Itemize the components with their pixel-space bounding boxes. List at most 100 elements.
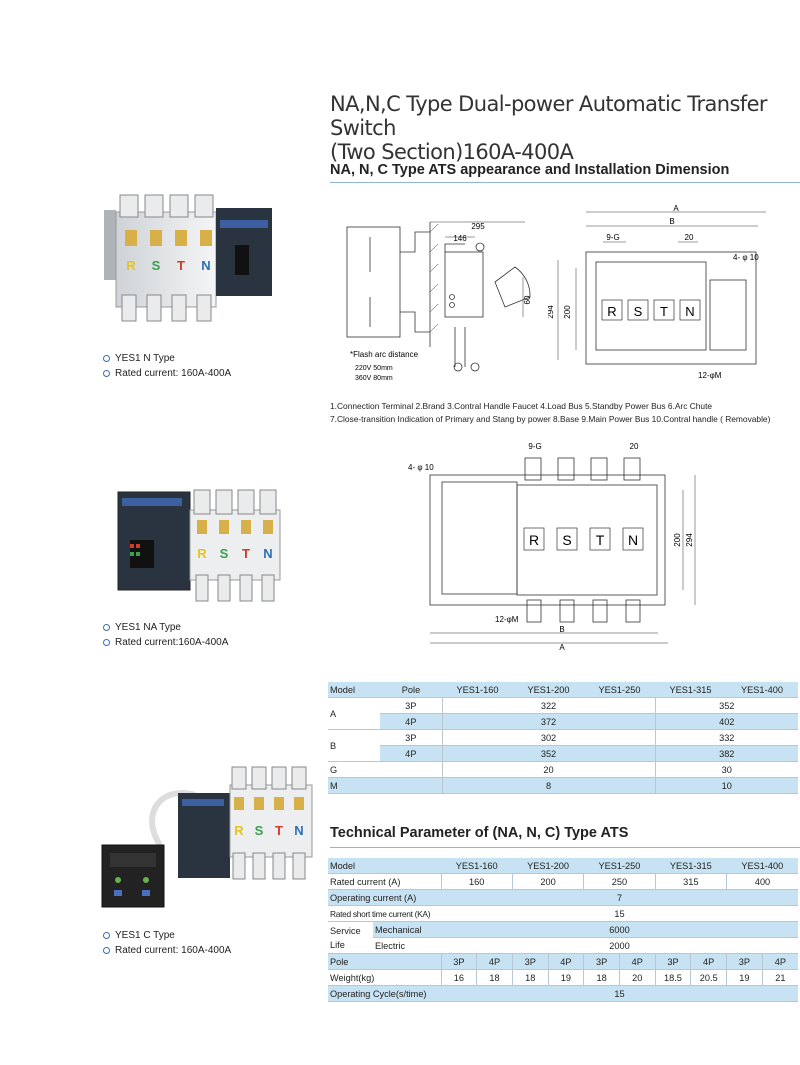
page-title: NA,N,C Type Dual-power Automatic Transfe… [330,92,790,164]
row-label-a: A [328,697,380,730]
table-row: 4P 352 382 [328,745,798,762]
title-line-2: (Two Section)160A-400A [330,140,574,164]
top-dim-9g: 9-G [528,442,541,451]
top-dim-20: 20 [630,442,639,451]
pole-cell: 3P [511,953,549,970]
value-cell: 400 [726,873,798,890]
top-view-drawing: R S T N 9-G 20 4- φ 10 12-φM B A 200 294 [408,442,696,650]
front-view-drawing: R S T N A B 9-G 20 4- φ 10 12-φM 200 294 [548,204,766,380]
value-cell: 19 [547,969,584,986]
table-row: M 8 10 [328,777,798,794]
front-r: R [607,304,616,319]
value-cell: 20.5 [690,969,727,986]
value-cell: 21 [761,969,798,986]
top-t: T [596,532,605,548]
col-yes1-160: YES1-160 [441,858,513,874]
row-label-m: M [328,777,442,794]
product-c-name: YES1 C Type [103,928,231,943]
pole-cell: 4P [690,953,727,970]
top-n: N [628,532,638,548]
flash-360v: 360V 80mm [355,375,393,382]
phase-r-label: R [197,546,207,561]
row-label: Electric [373,937,442,954]
row-label-b: B [328,729,380,762]
front-t: T [660,304,668,319]
dim-b: B [669,217,674,226]
value-cell: 352 [654,697,798,714]
life-label: Life [330,939,345,950]
row-label: Rated current (A) [328,873,442,890]
value-cell: 372 [441,713,655,730]
col-pole: Pole [380,682,442,698]
value-cell: 302 [441,729,655,746]
table-row: Pole 3P 4P 3P 4P 3P 4P 3P 4P 3P 4P [328,953,798,970]
yes1-n-type-photo: R S T N [104,194,272,322]
dim-a: A [673,204,679,213]
table-row: Operating Cycle(s/time) 15 [328,985,798,1002]
phase-s-label: S [255,823,264,838]
product-n-current: Rated current: 160A-400A [103,366,231,381]
service-label: Service [330,925,361,936]
value-cell: 402 [654,713,798,730]
dim-146: 146 [453,234,467,243]
phase-n-label: N [201,258,210,273]
pole-cell: 4P [380,713,442,730]
value-cell: 20 [441,761,655,778]
yes1-na-type-photo: R S T N [117,489,281,602]
value-cell: 19 [726,969,763,986]
row-label: Operating current (A) [328,889,442,906]
value-cell: 18 [583,969,620,986]
dimension-table: Model Pole YES1-160 YES1-200 YES1-250 YE… [328,682,798,794]
yes1-c-type-photo: R S T N [101,766,313,908]
row-label-g: G [328,761,442,778]
col-yes1-160: YES1-160 [442,682,513,698]
top-dim-200: 200 [673,533,682,547]
value-cell: 16 [440,969,477,986]
top-r: R [529,532,539,548]
table-row: Rated current (A) 160 200 250 315 400 [328,873,798,890]
col-yes1-315: YES1-315 [655,858,727,874]
front-s: S [634,304,643,319]
row-label: Rated short time current (KA) [328,905,442,922]
pole-cell: 3P [654,953,691,970]
dim-200: 200 [563,305,572,319]
flash-title: *Flash arc distance [350,350,419,359]
phase-t-label: T [275,823,283,838]
table-row: A 3P 322 352 [328,697,798,730]
technical-table: Model YES1-160 YES1-200 YES1-250 YES1-31… [328,858,798,1002]
phase-t-label: T [242,546,250,561]
dim-20: 20 [685,233,694,242]
pole-cell: 4P [476,953,513,970]
pole-cell: 4P [761,953,798,970]
phase-t-label: T [177,258,185,273]
product-n-info: YES1 N Type Rated current: 160A-400A [103,351,231,381]
top-dim-b: B [559,625,564,634]
table-row: Rated short time current (KA) 15 [328,905,798,922]
col-model: Model [328,682,380,698]
value-cell: 332 [654,729,798,746]
section-rule [330,182,800,183]
row-label: Weight(kg) [328,969,442,986]
col-yes1-250: YES1-250 [583,858,656,874]
value-cell: 315 [654,873,727,890]
row-label: Operating Cycle(s/time) [328,985,442,1002]
front-n: N [685,304,694,319]
pole-cell: 3P [583,953,620,970]
value-cell: 7 [441,889,798,906]
phase-n-label: N [294,823,303,838]
value-cell: 352 [441,745,655,762]
value-cell: 30 [654,761,798,778]
col-yes1-250: YES1-250 [584,682,655,698]
section-title-dimensions: NA, N, C Type ATS appearance and Install… [330,162,730,178]
section-rule [330,847,800,848]
product-na-info: YES1 NA Type Rated current:160A-400A [103,620,228,650]
value-cell: 200 [511,873,584,890]
table-row: 4P 372 402 [328,713,798,730]
table-row: Weight(kg) 16 18 18 19 18 20 18.5 20.5 1… [328,969,798,986]
value-cell: 18 [476,969,513,986]
value-cell: 18.5 [654,969,691,986]
product-na-current: Rated current:160A-400A [103,635,228,650]
phase-s-label: S [220,546,229,561]
value-cell: 15 [441,985,798,1002]
col-yes1-400: YES1-400 [726,682,798,698]
